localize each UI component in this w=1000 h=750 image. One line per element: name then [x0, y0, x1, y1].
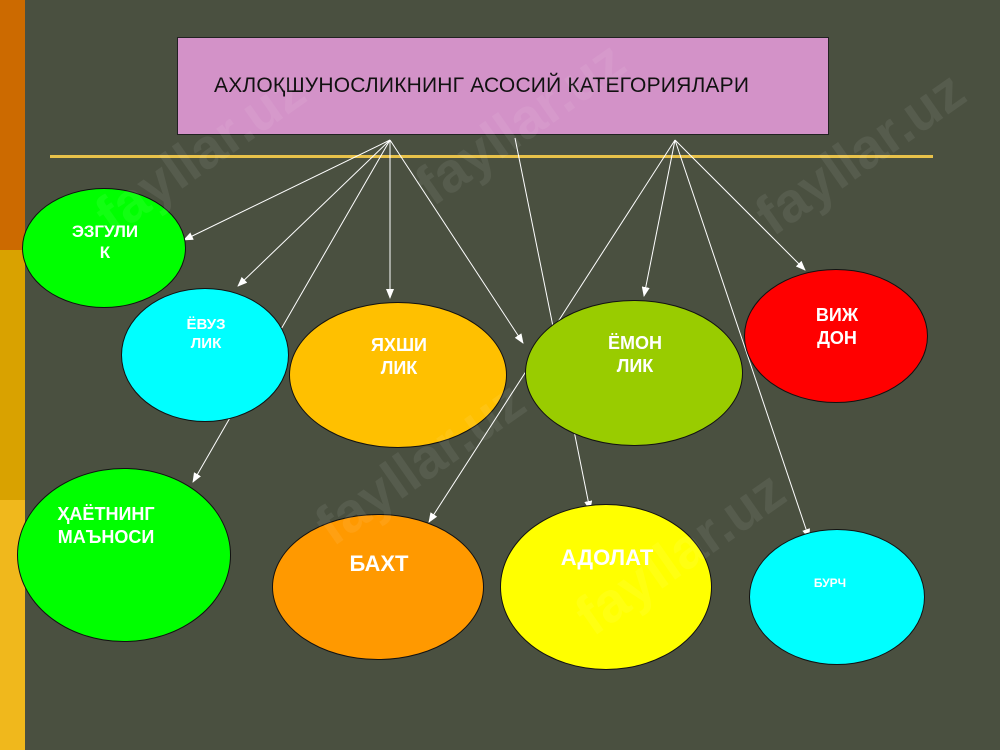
connector-arrow — [674, 139, 810, 539]
diagram-title: АХЛОҚШУНОСЛИКНИНГ АСОСИЙ КАТЕГОРИЯЛАРИ — [214, 74, 750, 97]
connector-arrow — [237, 139, 391, 287]
connector-arrow — [183, 139, 391, 241]
category-node-ezgulik: ЭЗГУЛИ К — [22, 188, 186, 308]
connector-arrow — [389, 139, 524, 344]
divider-line — [50, 155, 933, 158]
category-label-yovuzlik: ЁВУЗ ЛИК — [186, 316, 226, 352]
category-node-yomonlik: ЁМОН ЛИК — [525, 300, 743, 446]
category-label-yaxshilik: ЯХШИ ЛИК — [371, 335, 427, 378]
category-label-ezgulik: ЭЗГУЛИ К — [71, 222, 139, 263]
side-stripe-gold — [0, 250, 25, 500]
category-node-yovuzlik: ЁВУЗ ЛИК — [121, 288, 289, 422]
category-label-adolat: АДОЛАТ — [560, 545, 654, 570]
category-node-burch: БУРЧ — [749, 529, 925, 665]
connector-arrow — [641, 139, 676, 297]
category-node-hayot-manosi: ҲАЁТНИНГ МАЪНОСИ — [17, 468, 231, 642]
category-label-vijdon: ВИЖ ДОН — [815, 305, 859, 348]
category-node-baxt: БАХТ — [272, 514, 484, 660]
category-node-yaxshilik: ЯХШИ ЛИК — [289, 302, 507, 448]
category-node-adolat: АДОЛАТ — [500, 504, 712, 670]
category-label-yomonlik: ЁМОН ЛИК — [607, 333, 663, 376]
category-label-hayot-manosi: ҲАЁТНИНГ МАЪНОСИ — [57, 504, 155, 547]
connector-arrow — [674, 139, 806, 271]
diagram-title-box: АХЛОҚШУНОСЛИКНИНГ АСОСИЙ КАТЕГОРИЯЛАРИ — [177, 37, 829, 135]
category-node-vijdon: ВИЖ ДОН — [744, 269, 928, 403]
connector-arrow — [192, 139, 391, 483]
category-label-baxt: БАХТ — [349, 551, 409, 576]
side-stripe-orange — [0, 0, 25, 250]
category-label-burch: БУРЧ — [813, 576, 847, 590]
